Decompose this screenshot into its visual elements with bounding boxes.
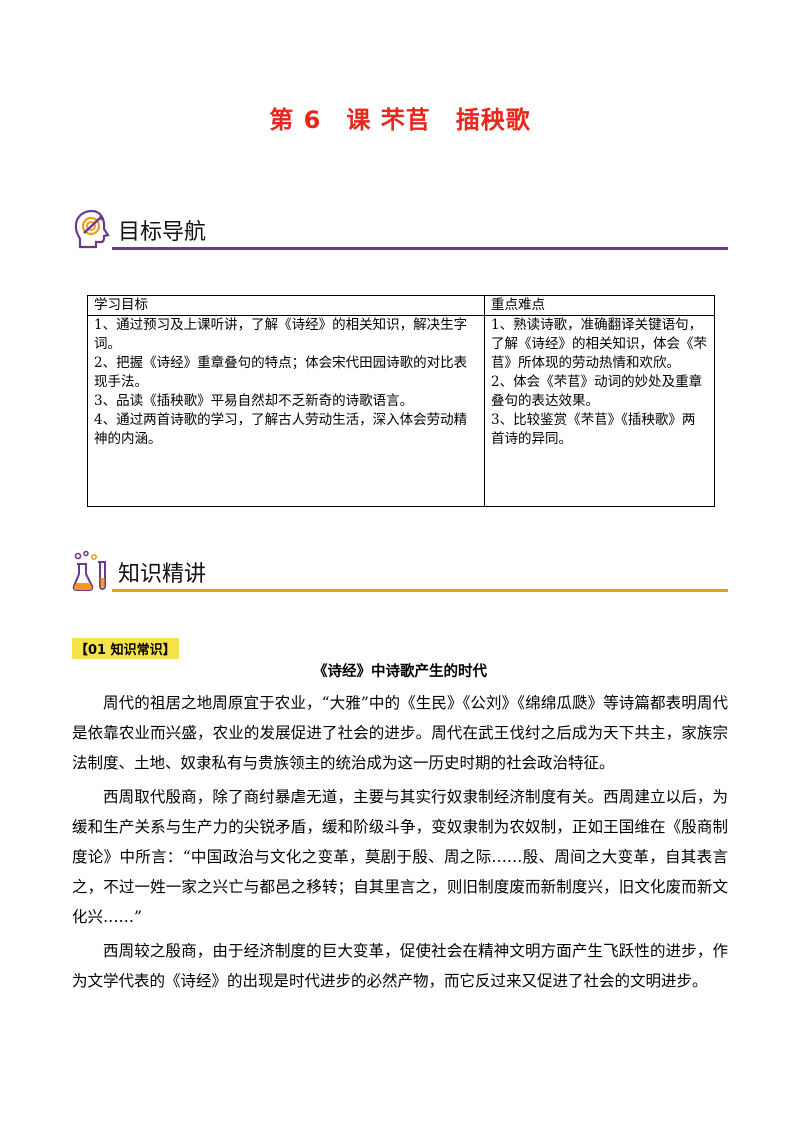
goals-cell-keypoints: 1、熟读诗歌，准确翻译关键语句，了解《诗经》的相关知识，体会《芣苢》所体现的劳动… (484, 315, 715, 507)
section-label: 知识精讲 (118, 562, 207, 587)
paragraph: 周代的祖居之地周原宜于农业，“大雅”中的《生民》《公刘》《绵绵瓜瓞》等诗篇都表明… (72, 694, 728, 772)
objective-item: 2、把握《诗经》重章叠句的特点；体会宋代田园诗歌的对比表现手法。 (94, 355, 468, 390)
lab-flask-icon (72, 550, 106, 591)
keypoint-item: 2、体会《芣苢》动词的妙处及重章叠句的表达效果。 (491, 374, 703, 409)
knowledge-tag: 【01 知识常识】 (72, 638, 179, 659)
goals-cell-objectives: 1、通过预习及上课听讲，了解《诗经》的相关知识，解决生字词。 2、把握《诗经》重… (87, 315, 485, 507)
paragraph: 西周取代殷商，除了商纣暴虐无道，主要与其实行奴隶制经济制度有关。西周建立以后，为… (72, 788, 728, 926)
target-head-icon (74, 209, 110, 249)
section-header-knowledge: 知识精讲 (72, 550, 728, 592)
paragraph: 西周较之殷商，由于经济制度的巨大变革，促使社会在精神文明方面产生飞跃性的进步，作… (72, 942, 728, 990)
knowledge-body: 周代的祖居之地周原宜于农业，“大雅”中的《生民》《公刘》《绵绵瓜瓞》等诗篇都表明… (72, 688, 728, 996)
keypoint-item: 1、熟读诗歌，准确翻译关键语句，了解《诗经》的相关知识，体会《芣苢》所体现的劳动… (491, 317, 707, 371)
section-rule (112, 589, 728, 592)
objective-item: 4、通过两首诗歌的学习，了解古人劳动生活，深入体会劳动精神的内涵。 (94, 412, 468, 447)
section-label: 目标导航 (118, 220, 207, 245)
section-rule (112, 247, 728, 250)
goals-header-keypoints: 重点难点 (484, 295, 715, 316)
knowledge-subtitle: 《诗经》中诗歌产生的时代 (313, 664, 487, 680)
goals-table: 学习目标 重点难点 1、通过预习及上课听讲，了解《诗经》的相关知识，解决生字词。… (87, 295, 715, 507)
page-title: 第 6 课 芣苢 插秧歌 (269, 106, 531, 134)
goals-header-objectives: 学习目标 (87, 295, 485, 316)
keypoint-item: 3、比较鉴赏《芣苢》《插秧歌》两首诗的异同。 (491, 412, 696, 447)
section-header-goals: 目标导航 (72, 208, 728, 250)
objective-item: 1、通过预习及上课听讲，了解《诗经》的相关知识，解决生字词。 (94, 317, 468, 352)
objective-item: 3、品读《插秧歌》平易自然却不乏新奇的诗歌语言。 (94, 393, 414, 409)
